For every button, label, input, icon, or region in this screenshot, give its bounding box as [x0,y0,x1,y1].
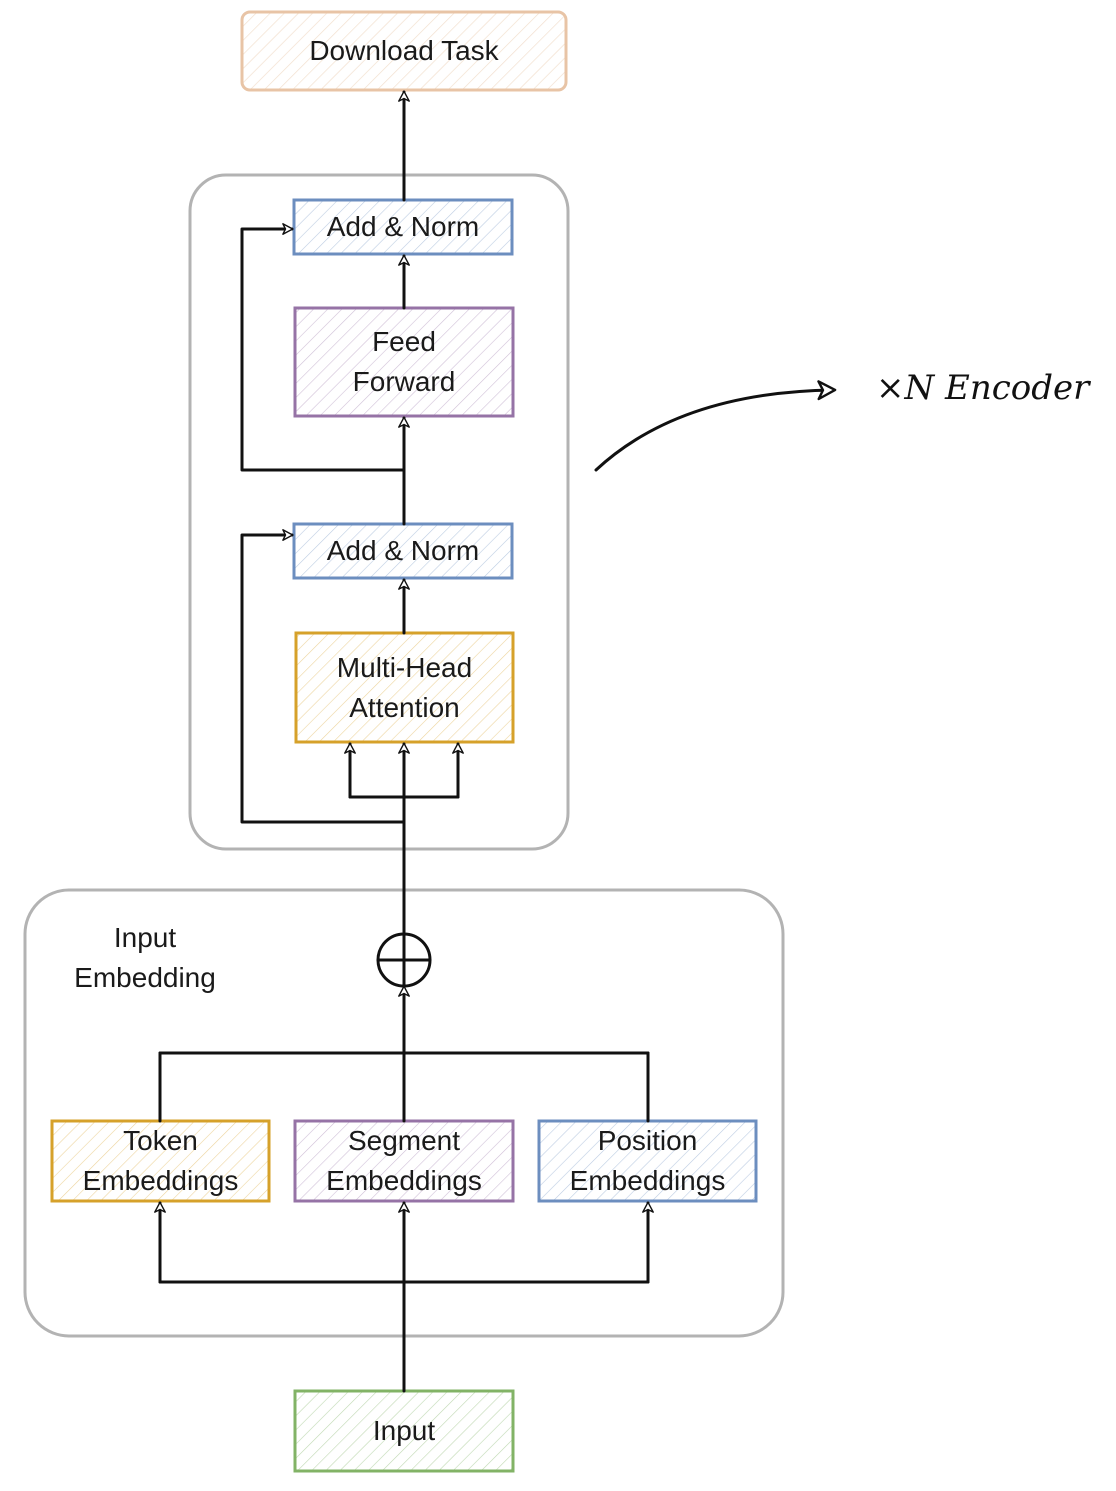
times-n-encoder-label: ×N Encoder [876,368,1090,408]
token-embeddings-label: Token Embeddings [52,1121,269,1201]
segment-line-1: Segment [347,1125,461,1156]
edge-residual-2 [240,223,406,472]
position-embeddings-box [537,1119,758,1203]
input-label: Input [295,1391,513,1471]
token-line-2: Embeddings [82,1165,239,1196]
input-embedding-line-1: Input [113,922,177,953]
segment-embeddings-label: Segment Embeddings [295,1121,513,1201]
token-embeddings-box [50,1119,271,1203]
encoder-block-container [188,173,570,851]
download-task-label: Download Task [242,12,566,90]
multi-head-attention-label: Multi-Head Attention [296,633,513,742]
segment-embeddings-box [293,1119,515,1203]
input-embedding-group-label: Input Embedding [55,918,235,998]
add-norm-bottom-box [292,522,514,580]
input-embedding-line-2: Embedding [74,962,216,993]
position-line-1: Position [597,1125,698,1156]
input-box [293,1389,515,1473]
add-norm-bottom-text: Add & Norm [326,535,480,566]
feed-forward-label: Feed Forward [295,308,513,416]
multi-head-attention-box [294,631,515,744]
mha-line-1: Multi-Head [336,651,473,683]
sum-node-cross [376,932,432,988]
feed-forward-line-2: Forward [352,366,456,397]
token-line-1: Token [123,1125,198,1156]
add-norm-bottom-label: Add & Norm [294,524,512,578]
add-norm-top-label: Add & Norm [294,200,512,254]
download-task-box [240,10,568,92]
segment-line-2: Embeddings [326,1165,482,1196]
repeat-arrow [594,380,837,472]
mha-line-2: Attention [349,691,460,723]
edge-residual-1 [240,529,406,824]
position-line-2: Embeddings [569,1165,726,1196]
position-embeddings-label: Position Embeddings [539,1121,756,1201]
download-task-text: Download Task [309,35,499,66]
add-norm-top-text: Add & Norm [326,211,480,242]
feed-forward-line-1: Feed [372,326,436,357]
add-norm-top-box [292,198,514,256]
input-text: Input [372,1415,436,1446]
